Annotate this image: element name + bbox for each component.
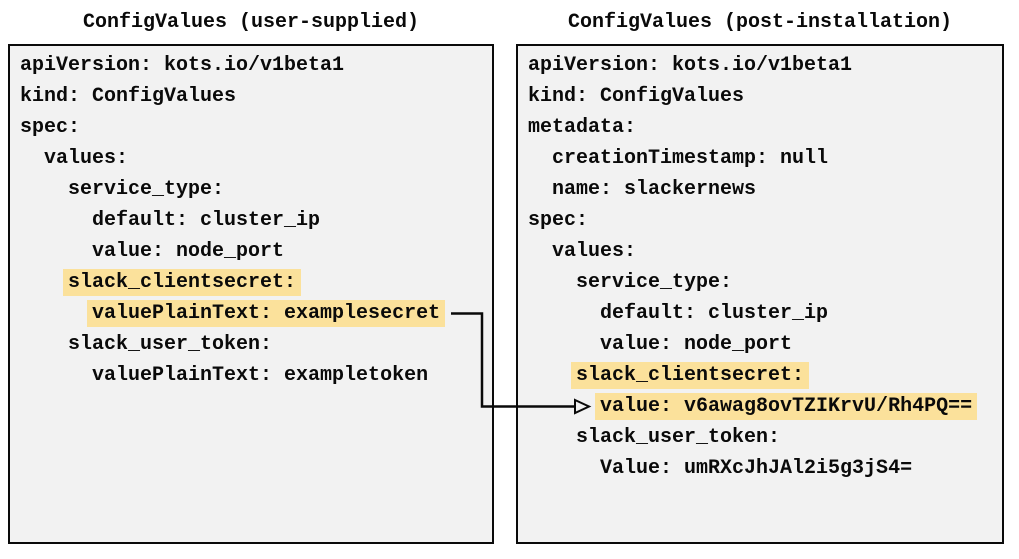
code-text: kind: ConfigValues	[528, 85, 745, 108]
code-line: kind: ConfigValues	[528, 81, 1002, 112]
code-line: values:	[528, 236, 1002, 267]
code-line: valuePlainText: exampletoken	[20, 360, 492, 391]
post-installation-config-section: ConfigValues (post-installation) apiVers…	[516, 10, 1004, 544]
code-text: default: cluster_ip	[92, 209, 321, 232]
code-text: metadata:	[528, 116, 637, 139]
code-line: slack_clientsecret:	[20, 267, 492, 298]
code-line: value: node_port	[528, 329, 1002, 360]
user-supplied-config-body: apiVersion: kots.io/v1beta1 kind: ConfigV…	[20, 50, 492, 391]
code-text: slack_user_token:	[576, 426, 781, 449]
code-text: service_type:	[68, 178, 225, 201]
code-line: default: cluster_ip	[528, 298, 1002, 329]
right-panel-title: ConfigValues (post-installation)	[567, 11, 953, 34]
code-line: spec:	[20, 112, 492, 143]
code-text: spec:	[528, 209, 589, 232]
code-line: service_type:	[20, 174, 492, 205]
left-panel-title: ConfigValues (user-supplied)	[82, 11, 420, 34]
code-line: metadata:	[528, 112, 1002, 143]
code-text: valuePlainText: exampletoken	[92, 364, 429, 387]
code-line: slack_clientsecret:	[528, 360, 1002, 391]
code-text: Value: umRXcJhJAl2i5g3jS4=	[600, 457, 913, 480]
code-line: slack_user_token:	[20, 329, 492, 360]
code-line: creationTimestamp: null	[528, 143, 1002, 174]
code-line: value: node_port	[20, 236, 492, 267]
code-text: value: node_port	[600, 333, 793, 356]
code-line: valuePlainText: examplesecret	[20, 298, 492, 329]
code-text: kind: ConfigValues	[20, 85, 237, 108]
code-line: service_type:	[528, 267, 1002, 298]
highlighted-code-text: slack_clientsecret:	[63, 269, 302, 296]
code-text: apiVersion: kots.io/v1beta1	[20, 54, 345, 77]
code-line: name: slackernews	[528, 174, 1002, 205]
code-line: slack_user_token:	[528, 422, 1002, 453]
highlighted-code-text: slack_clientsecret:	[571, 362, 810, 389]
code-line: default: cluster_ip	[20, 205, 492, 236]
code-line: apiVersion: kots.io/v1beta1	[528, 50, 1002, 81]
code-line: value: v6awag8ovTZIKrvU/Rh4PQ==	[528, 391, 1002, 422]
code-line: Value: umRXcJhJAl2i5g3jS4=	[528, 453, 1002, 484]
code-text: creationTimestamp: null	[552, 147, 829, 170]
post-installation-config-panel: apiVersion: kots.io/v1beta1 kind: ConfigV…	[516, 44, 1004, 544]
code-text: spec:	[20, 116, 81, 139]
highlighted-code-text: valuePlainText: examplesecret	[87, 300, 446, 327]
code-text: values:	[552, 240, 637, 263]
code-line: values:	[20, 143, 492, 174]
code-text: apiVersion: kots.io/v1beta1	[528, 54, 853, 77]
code-line: apiVersion: kots.io/v1beta1	[20, 50, 492, 81]
code-text: name: slackernews	[552, 178, 757, 201]
code-text: service_type:	[576, 271, 733, 294]
highlighted-code-text: value: v6awag8ovTZIKrvU/Rh4PQ==	[595, 393, 978, 420]
code-text: slack_user_token:	[68, 333, 273, 356]
post-installation-config-body: apiVersion: kots.io/v1beta1 kind: ConfigV…	[528, 50, 1002, 484]
code-line: spec:	[528, 205, 1002, 236]
code-text: default: cluster_ip	[600, 302, 829, 325]
code-line: kind: ConfigValues	[20, 81, 492, 112]
user-supplied-config-panel: apiVersion: kots.io/v1beta1 kind: ConfigV…	[8, 44, 494, 544]
code-text: values:	[44, 147, 129, 170]
user-supplied-config-section: ConfigValues (user-supplied) apiVersion:…	[8, 10, 494, 544]
code-text: value: node_port	[92, 240, 285, 263]
